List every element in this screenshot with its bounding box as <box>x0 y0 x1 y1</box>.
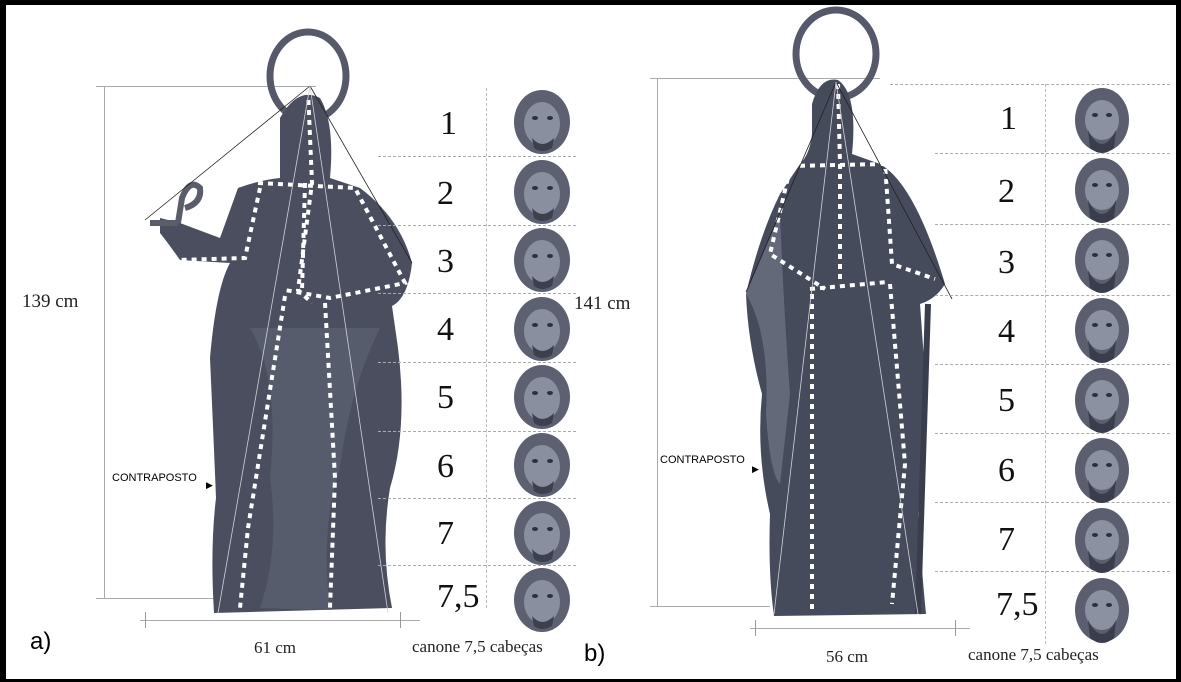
width-measure-line <box>750 628 970 629</box>
panel-letter: a) <box>30 628 51 656</box>
canon-row-number: 7 <box>437 515 454 553</box>
canon-row-number: 5 <box>437 379 454 417</box>
width-tick-right <box>400 612 401 628</box>
canon-row-number: 3 <box>998 244 1015 282</box>
canon-row-number: 2 <box>437 175 454 213</box>
bottom-measure-line <box>96 598 216 599</box>
width-tick-right <box>955 620 956 636</box>
head-image-column <box>510 88 580 648</box>
canon-row-number: 5 <box>998 382 1015 420</box>
canon-row-number: 3 <box>437 243 454 281</box>
canon-label: canone 7,5 cabeças <box>968 645 1099 665</box>
width-label: 56 cm <box>826 647 868 667</box>
width-measure-line <box>140 620 420 621</box>
canon-row-number: 7,5 <box>437 578 480 616</box>
width-label: 61 cm <box>254 638 296 658</box>
canon-row-number: 1 <box>440 105 457 143</box>
panel-a: 1 2 3 4 5 6 7 7,5 139 cm 61 cm canone 7,… <box>0 0 590 682</box>
statue-saint-peter <box>130 28 430 588</box>
canon-row-number: 7,5 <box>996 586 1039 624</box>
canon-row-number: 1 <box>1000 100 1017 138</box>
width-tick-left <box>755 620 756 636</box>
canon-row-number: 4 <box>998 313 1015 351</box>
panel-letter: b) <box>584 640 605 668</box>
contraposto-label: CONTRAPOSTO <box>660 454 745 466</box>
height-label: 139 cm <box>22 291 78 313</box>
canon-row-number: 2 <box>998 173 1015 211</box>
head-image-column <box>1070 86 1140 666</box>
canon-row-number: 6 <box>998 452 1015 490</box>
contraposto-label: CONTRAPOSTO <box>112 472 197 484</box>
canon-row-number: 4 <box>437 311 454 349</box>
canon-row-number: 7 <box>998 521 1015 559</box>
height-label: 141 cm <box>574 293 630 315</box>
panel-b: 1 2 3 4 5 6 7 7,5 141 cm 56 cm canone 7,… <box>590 0 1181 682</box>
height-measure-line <box>104 86 105 598</box>
contraposto-arrow-icon: ▶ <box>206 480 213 491</box>
canon-label: canone 7,5 cabeças <box>412 637 543 657</box>
statue-saint-paul <box>740 14 960 614</box>
contraposto-arrow-icon: ▶ <box>752 464 759 475</box>
width-tick-left <box>145 612 146 628</box>
canon-row-number: 6 <box>437 448 454 486</box>
key <box>150 185 200 223</box>
height-measure-line <box>657 78 658 606</box>
